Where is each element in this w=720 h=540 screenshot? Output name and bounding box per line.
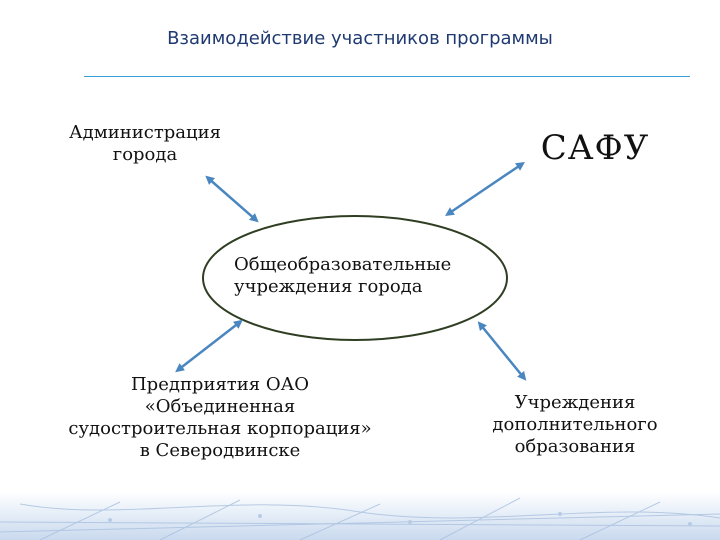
node-additional-education-line: образования [460, 436, 690, 458]
node-additional-education-line: Учреждения [460, 392, 690, 414]
node-city-administration-line: Администрация [40, 122, 250, 144]
node-additional-education-line: дополнительного [460, 414, 690, 436]
node-general-schools-line: Общеобразовательные [234, 254, 494, 276]
arrow-additional-center [480, 324, 524, 378]
node-safu: САФУ [520, 128, 670, 169]
node-shipbuilding-enterprises: Предприятия ОАО «Объединенная судостроит… [30, 374, 410, 462]
node-city-administration-line: города [40, 144, 250, 166]
arrow-admin-center [208, 178, 256, 220]
node-shipbuilding-enterprises-line: Предприятия ОАО [30, 374, 410, 396]
node-general-schools: Общеобразовательные учреждения города [234, 254, 494, 298]
node-city-administration: Администрация города [40, 122, 250, 166]
node-shipbuilding-enterprises-line: в Северодвинске [30, 440, 410, 462]
node-additional-education: Учреждения дополнительного образования [460, 392, 690, 458]
node-shipbuilding-enterprises-line: судостроительная корпорация» [30, 418, 410, 440]
node-general-schools-line: учреждения города [234, 276, 494, 298]
node-shipbuilding-enterprises-line: «Объединенная [30, 396, 410, 418]
footer-pattern [0, 492, 720, 540]
arrow-safu-center [448, 164, 522, 214]
footer-decoration [0, 492, 720, 540]
arrow-enterprise-center [178, 322, 240, 370]
